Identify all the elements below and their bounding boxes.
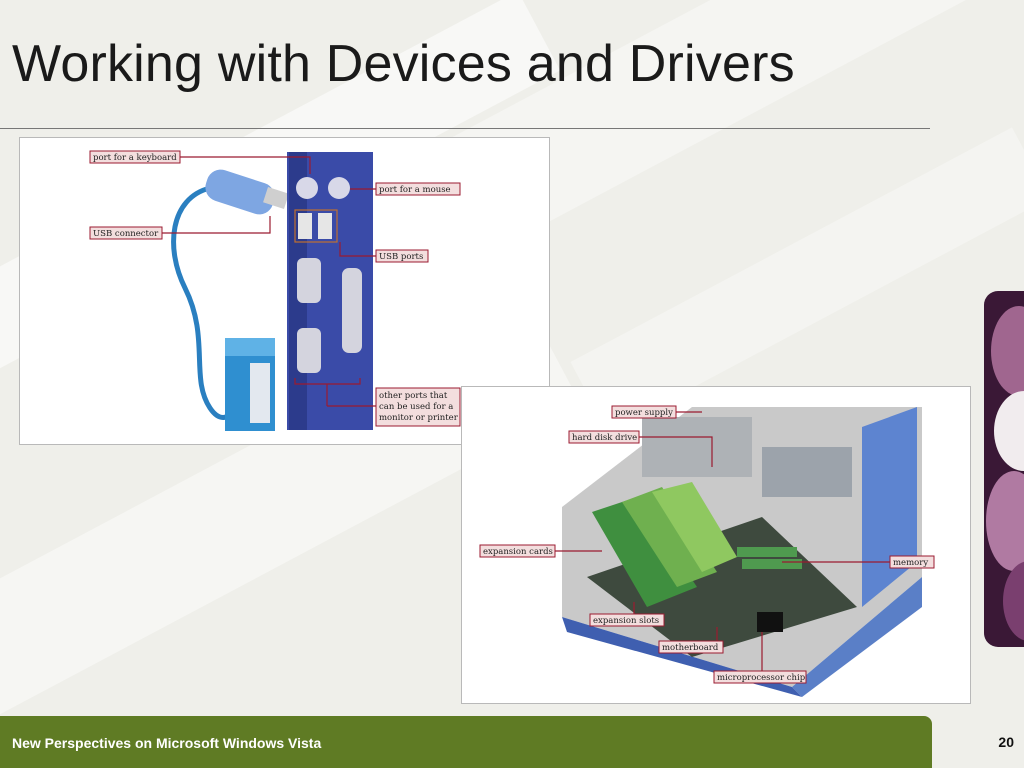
power-supply-unit [642, 417, 752, 477]
svg-text:USB connector: USB connector [93, 229, 159, 239]
svg-text:microprocessor chip: microprocessor chip [717, 673, 806, 683]
cpu-chip [757, 612, 783, 632]
callout-motherboard: motherboard [658, 640, 724, 654]
svg-text:can be used for a: can be used for a [379, 402, 453, 412]
callout-expansion-slots: expansion slots [589, 613, 665, 627]
svg-text:power supply: power supply [615, 408, 673, 418]
usb-stick-icon [205, 169, 289, 215]
title-divider [0, 128, 930, 129]
svg-text:memory: memory [893, 558, 928, 568]
footer-bar [0, 716, 932, 768]
footer-text: New Perspectives on Microsoft Windows Vi… [12, 735, 322, 751]
flower-decoration [984, 291, 1024, 647]
callout-expansion-cards: expansion cards [479, 544, 556, 558]
svg-text:monitor or printer: monitor or printer [379, 413, 459, 423]
ports-figure: port for a keyboard port for a mouse USB… [19, 137, 550, 445]
svg-text:port for a keyboard: port for a keyboard [93, 153, 177, 163]
svg-text:motherboard: motherboard [662, 643, 719, 653]
computer-figure: power supply hard disk drive expansion c… [461, 386, 971, 704]
page-title: Working with Devices and Drivers [12, 35, 795, 93]
callout-memory: memory [889, 555, 935, 569]
ports-illustration: port for a keyboard port for a mouse USB… [89, 150, 461, 431]
svg-text:USB ports: USB ports [379, 252, 423, 262]
svg-text:expansion slots: expansion slots [593, 616, 659, 626]
svg-text:hard disk drive: hard disk drive [572, 433, 637, 443]
callout-mouse-port: port for a mouse [375, 182, 461, 196]
callout-other-ports: other ports that can be used for a monit… [375, 387, 461, 427]
svg-text:port for a mouse: port for a mouse [379, 185, 451, 195]
callout-usb-ports: USB ports [375, 249, 429, 263]
computer-illustration: power supply hard disk drive expansion c… [479, 405, 935, 697]
usb-device-icon [225, 338, 275, 431]
callout-usb-connector: USB connector [89, 226, 163, 240]
callout-power-supply: power supply [611, 405, 677, 419]
callout-hard-disk: hard disk drive [568, 430, 640, 444]
callout-keyboard-port: port for a keyboard [89, 150, 181, 164]
callout-microprocessor: microprocessor chip [713, 670, 807, 684]
svg-text:other ports that: other ports that [379, 391, 448, 401]
svg-text:expansion cards: expansion cards [483, 547, 553, 557]
page-number: 20 [998, 734, 1014, 750]
